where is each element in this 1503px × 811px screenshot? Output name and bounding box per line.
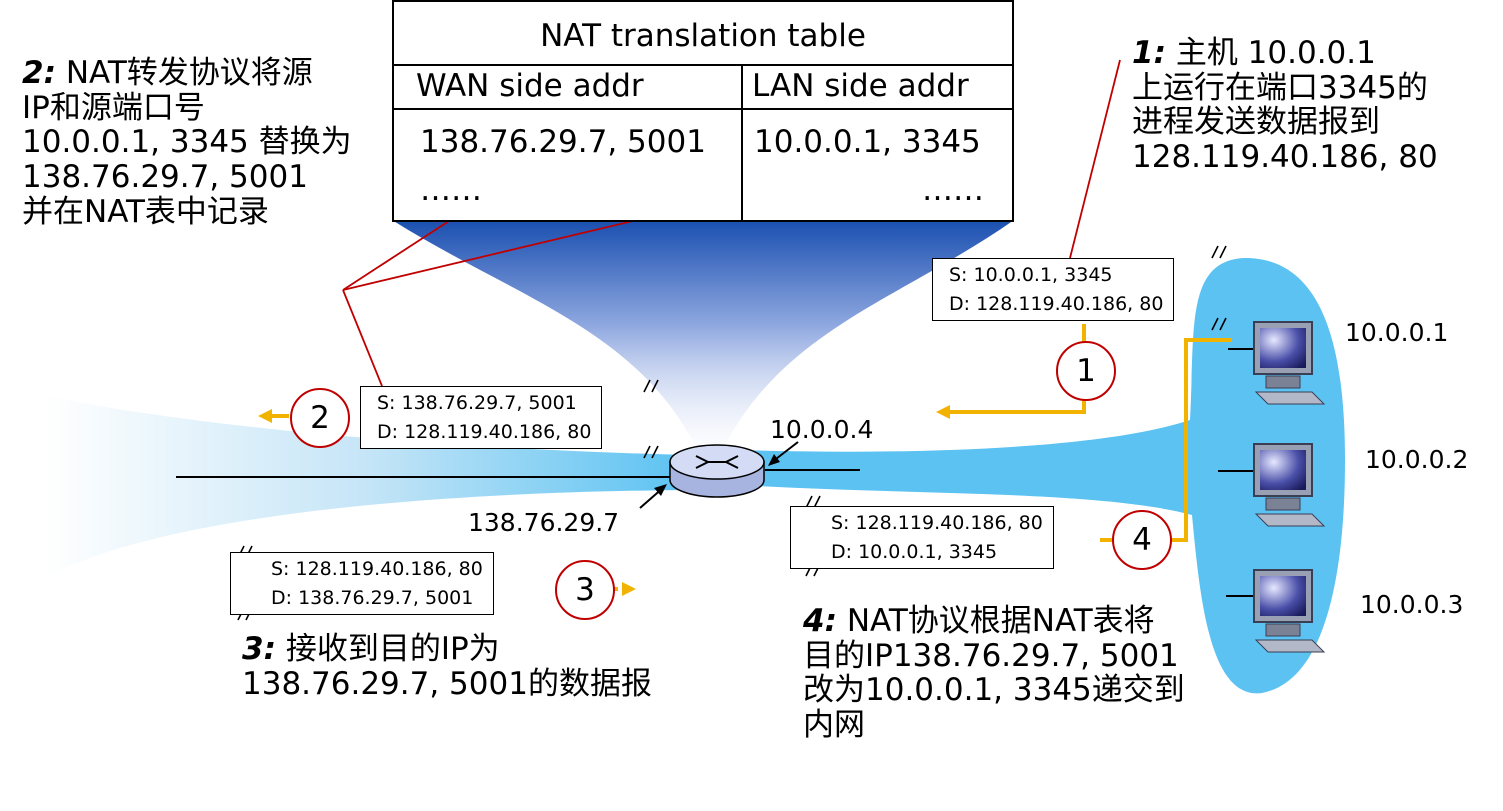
step-circle-4: 4 xyxy=(1112,510,1172,570)
table-cell-wan: 138.76.29.7, 5001 xyxy=(420,124,706,160)
packet-4: S: 128.119.40.186, 80 D: 10.0.0.1, 3345 xyxy=(790,506,1054,569)
step-circle-3: 3 xyxy=(555,560,615,620)
host-3-address: 10.0.0.3 xyxy=(1360,590,1464,619)
column-header-lan: LAN side addr xyxy=(752,68,969,104)
computer-icon xyxy=(1253,569,1326,653)
computer-icon xyxy=(1253,443,1326,527)
table-ellipsis-wan: …… xyxy=(420,172,482,208)
router-icon xyxy=(669,444,765,498)
column-header-wan: WAN side addr xyxy=(416,68,644,104)
step-3-text: 3: 接收到目的IP为 138.76.29.7, 5001的数据报 xyxy=(242,631,652,702)
table-ellipsis-lan: …… xyxy=(922,172,984,208)
nat-translation-table: NAT translation table WAN side addr LAN … xyxy=(392,0,1014,222)
packet-2: S: 138.76.29.7, 5001 D: 128.119.40.186, … xyxy=(360,386,603,449)
router-lan-address: 10.0.0.4 xyxy=(770,415,874,444)
step-1-text: 1: 主机 10.0.0.1 上运行在端口3345的 进程发送数据报到 128.… xyxy=(1132,35,1438,176)
wan-cloud xyxy=(45,395,690,578)
step-circle-1: 1 xyxy=(1056,341,1116,401)
packet-3: S: 128.119.40.186, 80 D: 138.76.29.7, 50… xyxy=(230,552,494,615)
computer-icon xyxy=(1253,321,1326,405)
lan-cloud xyxy=(740,258,1345,694)
step-2-text: 2: NAT转发协议将源 IP和源端口号 10.0.0.1, 3345 替换为 … xyxy=(22,55,352,230)
table-cell-lan: 10.0.0.1, 3345 xyxy=(754,124,981,160)
host-1-address: 10.0.0.1 xyxy=(1345,318,1449,347)
zoom-funnel xyxy=(392,220,1014,455)
step-circle-2: 2 xyxy=(290,388,350,448)
host-2-address: 10.0.0.2 xyxy=(1365,445,1469,474)
router-wan-address: 138.76.29.7 xyxy=(468,508,620,537)
step-4-text: 4: NAT协议根据NAT表将 目的IP138.76.29.7, 5001 改为… xyxy=(803,603,1185,744)
table-title: NAT translation table xyxy=(540,18,866,54)
packet-1: S: 10.0.0.1, 3345 D: 128.119.40.186, 80 xyxy=(932,258,1175,321)
